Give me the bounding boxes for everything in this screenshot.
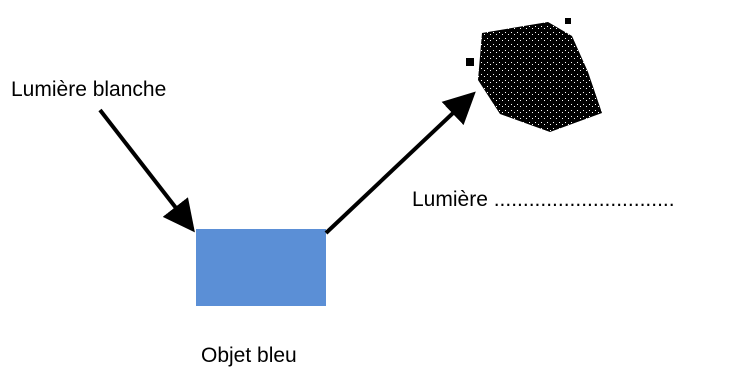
blue-object xyxy=(196,229,326,306)
object-label: Objet bleu xyxy=(201,344,297,367)
incoming-light-label: Lumière blanche xyxy=(11,78,167,101)
reflected-light-arrow xyxy=(324,91,476,235)
incoming-light-arrow xyxy=(98,108,195,233)
black-blob-icon xyxy=(466,18,602,132)
reflected-light-label: Lumière ............................... xyxy=(412,188,675,211)
